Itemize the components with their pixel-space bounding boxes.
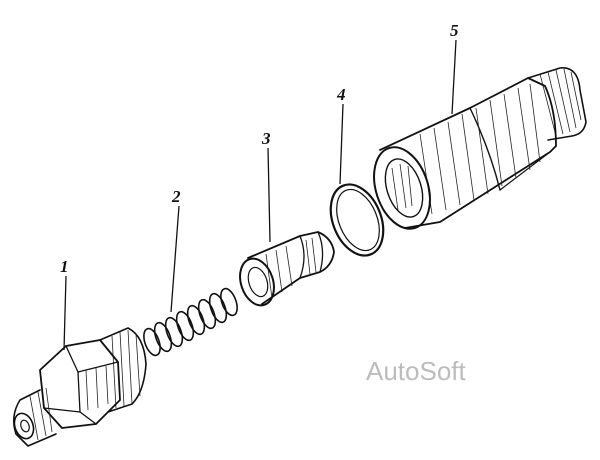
part-1-hex-fitting <box>12 327 147 447</box>
part-5-sleeve <box>373 67 587 230</box>
callout-1: 1 <box>60 257 69 276</box>
leader-line-2 <box>170 205 180 313</box>
callout-4: 4 <box>336 85 346 104</box>
part-4-o-ring <box>329 183 385 257</box>
leader-line-5 <box>451 39 457 115</box>
part-3-valve-plug <box>239 231 335 307</box>
callout-5: 5 <box>450 21 459 40</box>
callout-2: 2 <box>171 187 181 206</box>
leader-line-3 <box>267 147 271 243</box>
callout-3: 3 <box>261 129 271 148</box>
watermark-text: AutoSoft <box>366 356 467 386</box>
leader-line-4 <box>339 103 344 185</box>
leader-line-1 <box>63 275 67 351</box>
part-2-coil-spring <box>143 287 238 357</box>
